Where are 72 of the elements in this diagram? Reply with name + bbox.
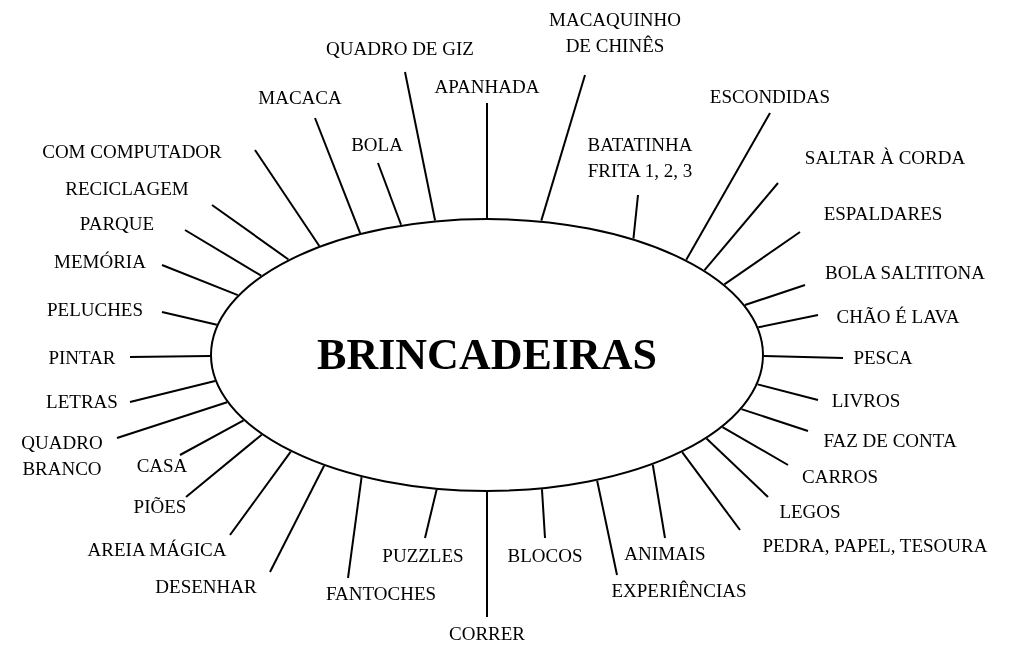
connector-line	[269, 464, 326, 573]
activity-label: PEDRA, PAPEL, TESOURA	[762, 533, 988, 559]
connector-line	[705, 437, 769, 498]
activity-label: MACACA	[258, 85, 342, 111]
activity-label: CASA	[136, 453, 188, 479]
activity-label: LIVROS	[831, 388, 901, 414]
activity-label: CORRER	[449, 621, 525, 646]
connector-line	[161, 311, 218, 326]
connector-line	[723, 231, 801, 286]
connector-line	[404, 71, 437, 222]
connector-line	[721, 426, 789, 466]
connector-line	[229, 450, 292, 536]
connector-line	[681, 451, 741, 531]
central-ellipse	[210, 218, 764, 492]
connector-line	[424, 488, 438, 539]
connector-line	[161, 264, 239, 297]
activity-label: MEMÓRIA	[54, 249, 146, 275]
connector-line	[347, 476, 363, 579]
activity-label: COM COMPUTADOR	[42, 139, 222, 165]
activity-label: PUZZLES	[382, 543, 464, 569]
central-title: BRINCADEIRAS	[317, 333, 657, 377]
connector-line	[377, 162, 403, 226]
activity-label: PELUCHES	[46, 297, 144, 323]
activity-label: PESCA	[853, 345, 913, 371]
connector-line	[763, 354, 844, 359]
activity-label: APANHADA	[434, 74, 540, 100]
activity-label: RECICLAGEM	[65, 176, 189, 202]
connector-line	[685, 112, 771, 261]
connector-line	[179, 419, 245, 456]
activity-label: BLOCOS	[507, 543, 583, 569]
connector-line	[540, 488, 546, 539]
connector-line	[254, 149, 321, 247]
connector-line	[184, 229, 263, 277]
activity-label: LEGOS	[779, 499, 841, 525]
connector-line	[743, 284, 806, 307]
activity-label: MACAQUINHO DE CHINÊS	[545, 7, 685, 59]
connector-line	[703, 182, 779, 272]
connector-line	[757, 314, 819, 329]
activity-label: SALTAR À CORDA	[804, 145, 966, 171]
connector-line	[486, 102, 488, 219]
connector-line	[129, 355, 211, 358]
activity-label: PIÕES	[133, 494, 187, 520]
activity-label: AREIA MÁGICA	[87, 537, 227, 563]
activity-label: ESCONDIDAS	[709, 84, 831, 110]
connector-line	[540, 74, 586, 222]
activity-label: ESPALDARES	[823, 201, 943, 227]
activity-label: FAZ DE CONTA	[823, 428, 957, 454]
connector-line	[486, 491, 488, 618]
connector-line	[185, 433, 263, 498]
activity-label: QUADRO DE GIZ	[326, 36, 474, 62]
activity-label: CARROS	[802, 464, 878, 490]
activity-label: PINTAR	[48, 345, 116, 371]
connector-line	[651, 463, 666, 539]
activity-label: QUADRO BRANCO	[7, 430, 117, 482]
connector-line	[116, 401, 229, 439]
connector-line	[632, 194, 639, 240]
activity-label: BOLA	[351, 132, 403, 158]
connector-line	[129, 380, 217, 403]
activity-label: DESENHAR	[155, 574, 257, 600]
connector-line	[314, 117, 362, 235]
connector-line	[740, 408, 809, 432]
connector-line	[596, 479, 618, 576]
activity-label: EXPERIÊNCIAS	[611, 578, 747, 604]
activity-label: FANTOCHES	[325, 581, 437, 607]
activity-label: LETRAS	[46, 389, 118, 415]
activity-label: ANIMAIS	[624, 541, 706, 567]
connector-line	[756, 383, 819, 401]
activity-label: BOLA SALTITONA	[825, 260, 985, 286]
activity-label: PARQUE	[79, 211, 155, 237]
activity-label: CHÃO É LAVA	[836, 304, 960, 330]
connector-line	[211, 204, 290, 261]
activity-label: BATATINHA FRITA 1, 2, 3	[572, 132, 708, 184]
